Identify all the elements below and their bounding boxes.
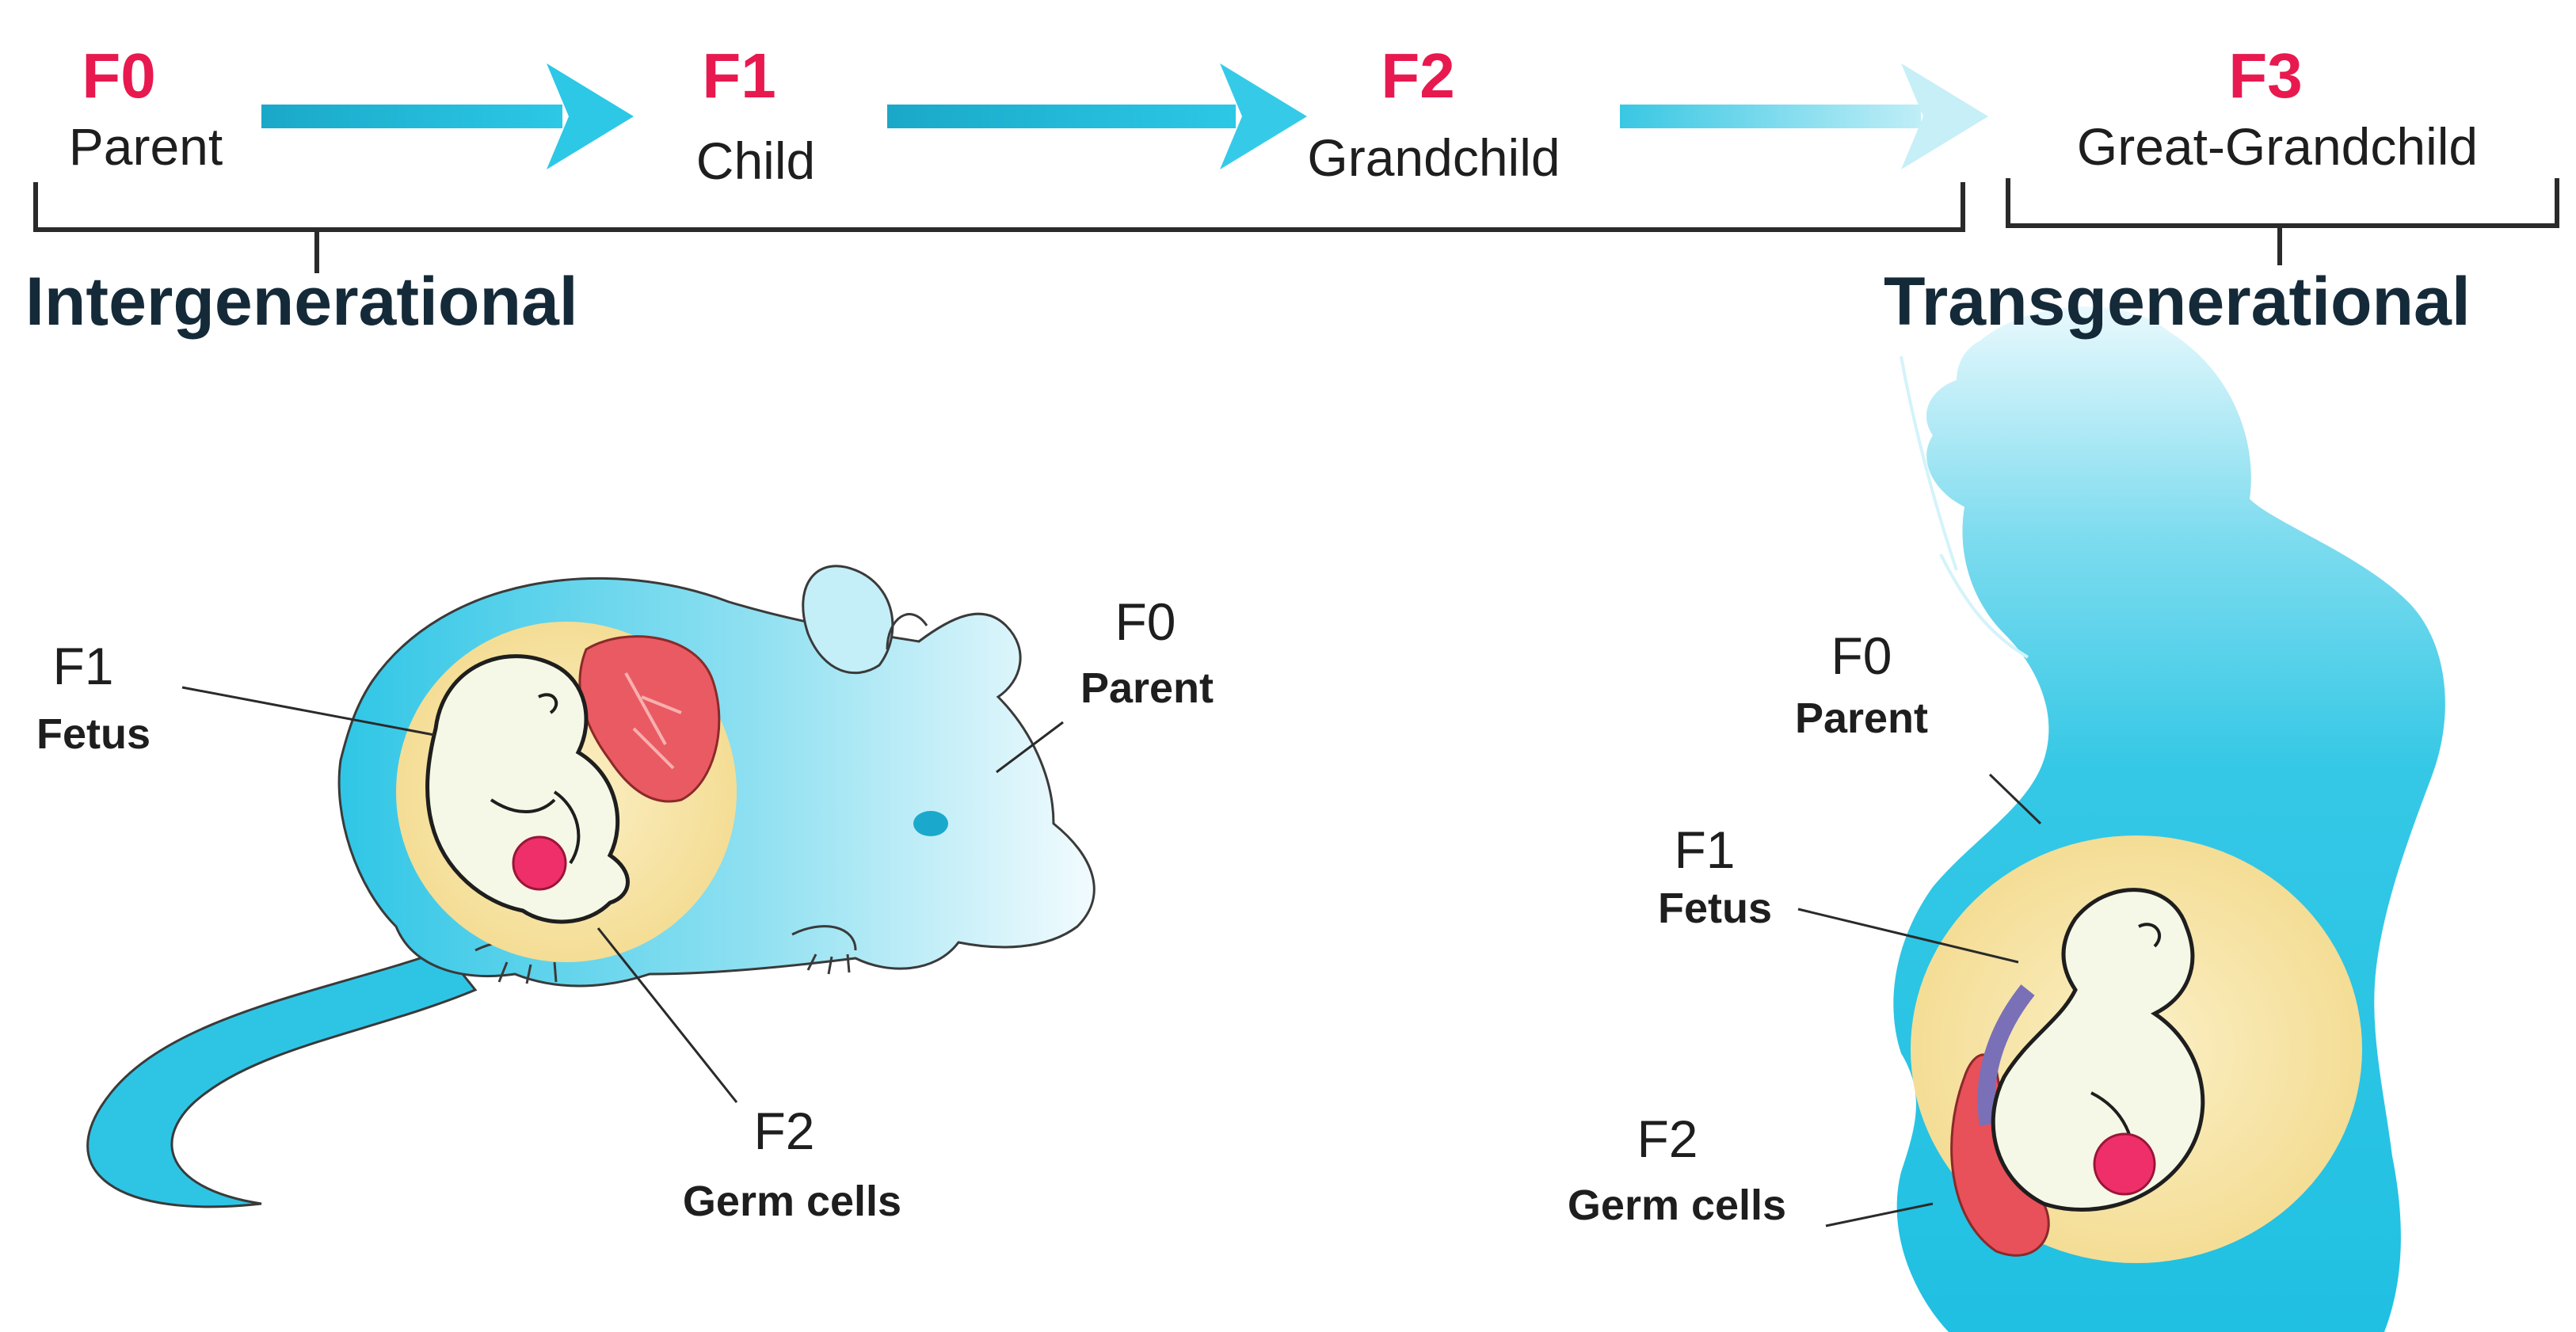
mouse-fetus-label: Fetus: [36, 710, 151, 758]
mouse-leader-lines: [181, 686, 1064, 1103]
mouse-parent-code: F0: [1115, 592, 1176, 651]
timeline-arrow-f2-f3: [1620, 63, 1988, 169]
generation-code-f1: F1: [702, 40, 776, 111]
generation-role-grandchild: Grandchild: [1307, 128, 1560, 187]
intergenerational-bracket: [33, 182, 1965, 273]
transgenerational-bracket: [2006, 178, 2559, 265]
mouse-fetus-code: F1: [52, 637, 114, 695]
mouse-parent-label: Parent: [1080, 664, 1214, 712]
generation-role-child: Child: [695, 131, 816, 190]
generation-code-f0: F0: [82, 40, 156, 111]
woman-parent-label: Parent: [1794, 695, 1929, 742]
transgenerational-label: Transgenerational: [1884, 264, 2471, 340]
woman-fetus-label: Fetus: [1657, 885, 1773, 932]
woman-leader-lines: [1797, 773, 2042, 1227]
generation-role-parent: Parent: [68, 117, 223, 176]
pregnant-woman-icon: [1893, 306, 2445, 1332]
timeline-arrow-f0-f1: [261, 63, 634, 169]
woman-germ-code: F2: [1637, 1109, 1698, 1168]
timeline-arrow-f1-f2: [887, 63, 1307, 169]
woman-germ-label: Germ cells: [1567, 1182, 1787, 1229]
pregnant-mouse-icon: [86, 565, 1096, 1208]
mouse-germ-label: Germ cells: [682, 1178, 902, 1225]
generation-code-f2: F2: [1381, 40, 1455, 111]
generation-role-great-grandchild: Great-Grandchild: [2076, 117, 2479, 176]
generation-code-f3: F3: [2228, 40, 2303, 111]
intergenerational-label: Intergenerational: [25, 264, 578, 340]
woman-fetus-code: F1: [1674, 820, 1736, 879]
mouse-germ-code: F2: [753, 1102, 815, 1160]
woman-parent-code: F0: [1831, 626, 1892, 685]
